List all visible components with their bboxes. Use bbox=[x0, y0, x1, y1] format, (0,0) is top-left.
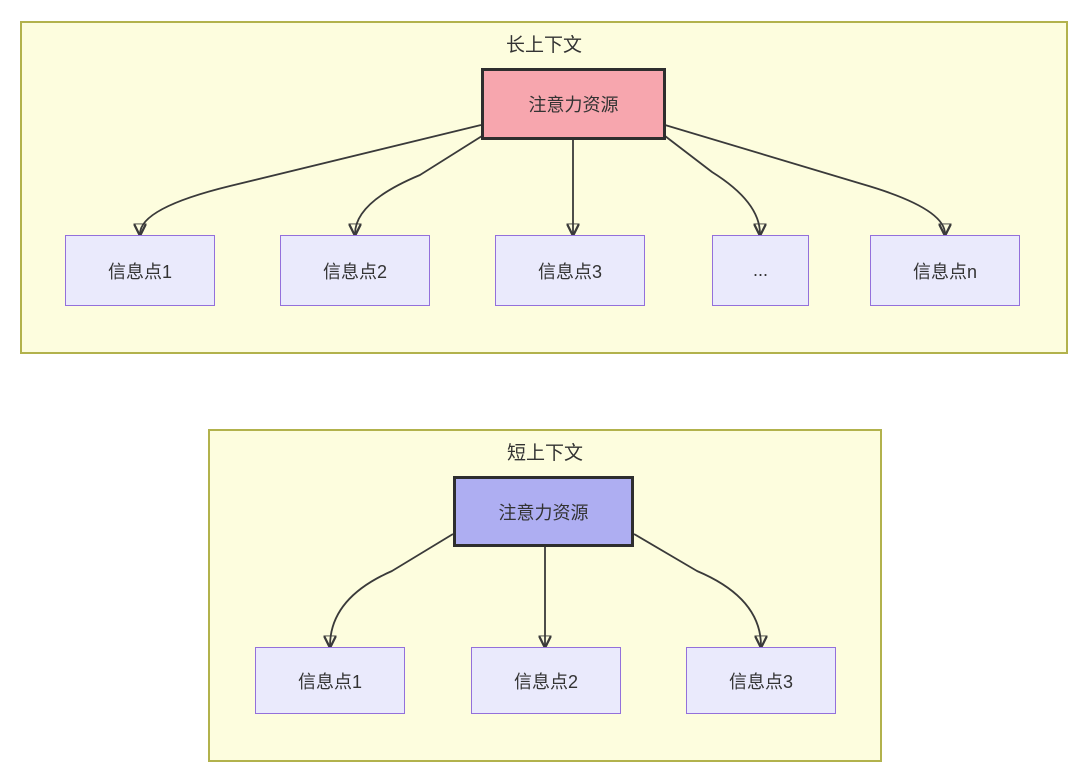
short-context-title: 短上下文 bbox=[506, 443, 583, 464]
long-info-node-1: 信息点1 bbox=[65, 235, 215, 306]
short-info-node-1: 信息点1 bbox=[255, 647, 405, 714]
long-info-node-3: 信息点3 bbox=[495, 235, 645, 306]
long-info-node-2: 信息点2 bbox=[280, 235, 430, 306]
short-info-node-3: 信息点3 bbox=[686, 647, 836, 714]
long-info-node-n: 信息点n bbox=[870, 235, 1020, 306]
short-info-node-2: 信息点2 bbox=[471, 647, 621, 714]
short-attention-node: 注意力资源 bbox=[453, 476, 634, 547]
long-context-title: 长上下文 bbox=[505, 35, 582, 56]
long-attention-node: 注意力资源 bbox=[481, 68, 666, 140]
long-info-node-ellipsis: ... bbox=[712, 235, 809, 306]
